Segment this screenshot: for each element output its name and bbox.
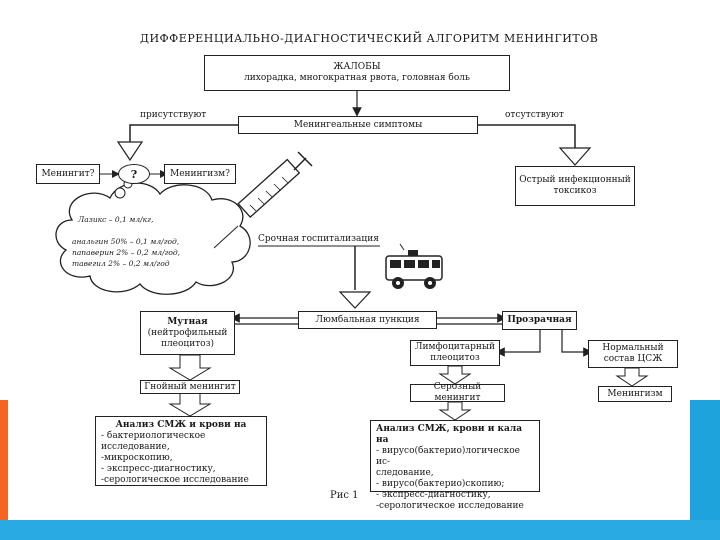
absent-label: отсутствуют bbox=[505, 110, 564, 120]
diagram-title: ДИФФЕРЕНЦИАЛЬНО-ДИАГНОСТИЧЕСКИЙ АЛГОРИТМ… bbox=[140, 32, 599, 45]
cloud-line: Лазикс – 0,1 мл/кг, bbox=[78, 215, 154, 224]
hospitalization-label: Срочная госпитализация bbox=[258, 234, 379, 244]
cloud-line: папаверин 2% – 0,2 мл/год, bbox=[72, 248, 181, 257]
turbid-text: (нейтрофильный плеоцитоз) bbox=[147, 327, 228, 349]
decor-bottom-band bbox=[0, 520, 720, 540]
figure-caption: Рис 1 bbox=[330, 490, 359, 501]
complaints-heading: ЖАЛОБЫ bbox=[333, 62, 381, 72]
turbid-box: Мутная (нейтрофильный плеоцитоз) bbox=[140, 311, 235, 355]
meningism-box: Менингизм bbox=[598, 386, 672, 402]
serous-box: Серозный менингит bbox=[410, 382, 505, 403]
analysis-right-item: - вирусо(бактерио)скопию; bbox=[376, 479, 505, 489]
analysis-right-item: - вирусо(бактерио)логическое ис- bbox=[376, 446, 520, 467]
analysis-right-item: - экспресс-диагностику, bbox=[376, 490, 491, 500]
meningitis-question-box: Менингит? bbox=[36, 164, 100, 184]
turbid-heading: Мутная bbox=[167, 316, 208, 327]
decor-blue-bar bbox=[690, 400, 720, 540]
analysis-left-heading: Анализ СМЖ и крови на bbox=[115, 420, 247, 430]
present-label: присутствуют bbox=[140, 110, 207, 120]
purulent-box: Гнойный менингит bbox=[140, 380, 240, 394]
syringe-icon bbox=[213, 151, 313, 249]
analysis-right-box: Анализ СМЖ, крови и кала на - вирусо(бак… bbox=[370, 420, 540, 511]
lumbar-puncture-box: Люмбальная пункция bbox=[298, 311, 437, 329]
meningeal-symptoms-box: Менингеальные симптомы bbox=[238, 116, 478, 134]
question-circle: ? bbox=[118, 164, 150, 184]
toxicosis-box: Острый инфекционный токсикоз bbox=[515, 166, 635, 206]
decor-orange-bar bbox=[0, 400, 8, 520]
complaints-text: лихорадка, многократная рвота, головная … bbox=[244, 73, 470, 83]
meningism-question-box: Менингизм? bbox=[164, 164, 236, 184]
cloud-line: анальгин 50% – 0,1 мл/год, bbox=[72, 237, 180, 246]
normal-csf-box: Нормальный состав ЦСЖ bbox=[588, 340, 678, 368]
analysis-right-item: -серологическое исследование bbox=[376, 501, 524, 511]
complaints-box: ЖАЛОБЫ лихорадка, многократная рвота, го… bbox=[204, 55, 510, 91]
analysis-left-box: Анализ СМЖ и крови на - бактериологическ… bbox=[95, 416, 267, 486]
cloud-line: тавегил 2% – 0,2 мл/год bbox=[72, 259, 170, 268]
analysis-left-item: -серологическое исследование bbox=[101, 475, 249, 485]
analysis-right-heading: Анализ СМЖ, крови и кала на bbox=[376, 424, 523, 445]
clear-box: Прозрачная bbox=[502, 311, 577, 330]
lymphocytic-box: Лимфоцитарный плеоцитоз bbox=[410, 340, 500, 366]
analysis-left-item: - бактериологическое исследование, bbox=[101, 431, 206, 452]
analysis-left-item: -микроскопию, bbox=[101, 453, 173, 463]
analysis-right-item: следование, bbox=[376, 468, 434, 478]
analysis-left-item: - экспресс-диагностику, bbox=[101, 464, 216, 474]
ambulance-icon bbox=[385, 243, 443, 289]
